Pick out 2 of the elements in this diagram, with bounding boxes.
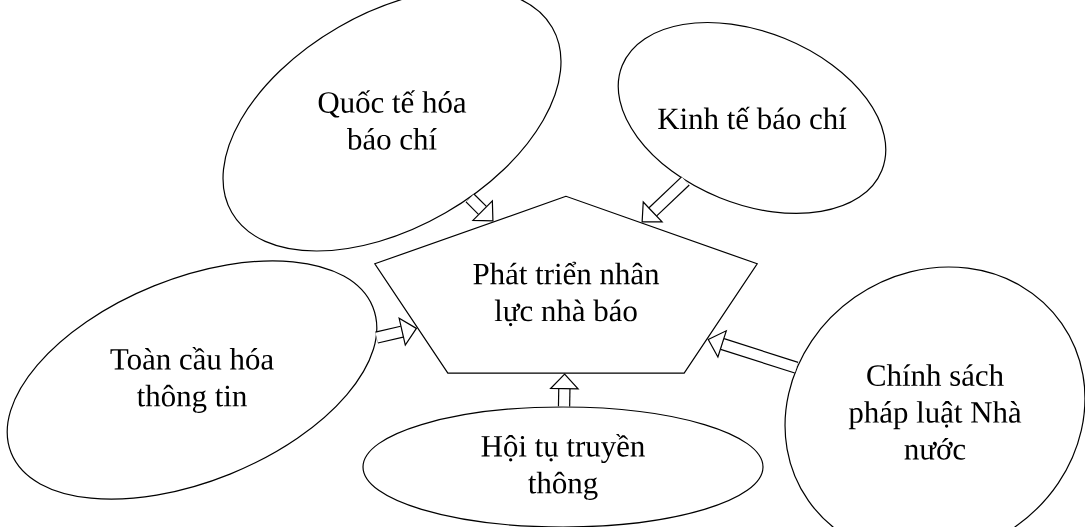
block-arrow: [641, 176, 690, 223]
block-arrow: [465, 193, 494, 222]
